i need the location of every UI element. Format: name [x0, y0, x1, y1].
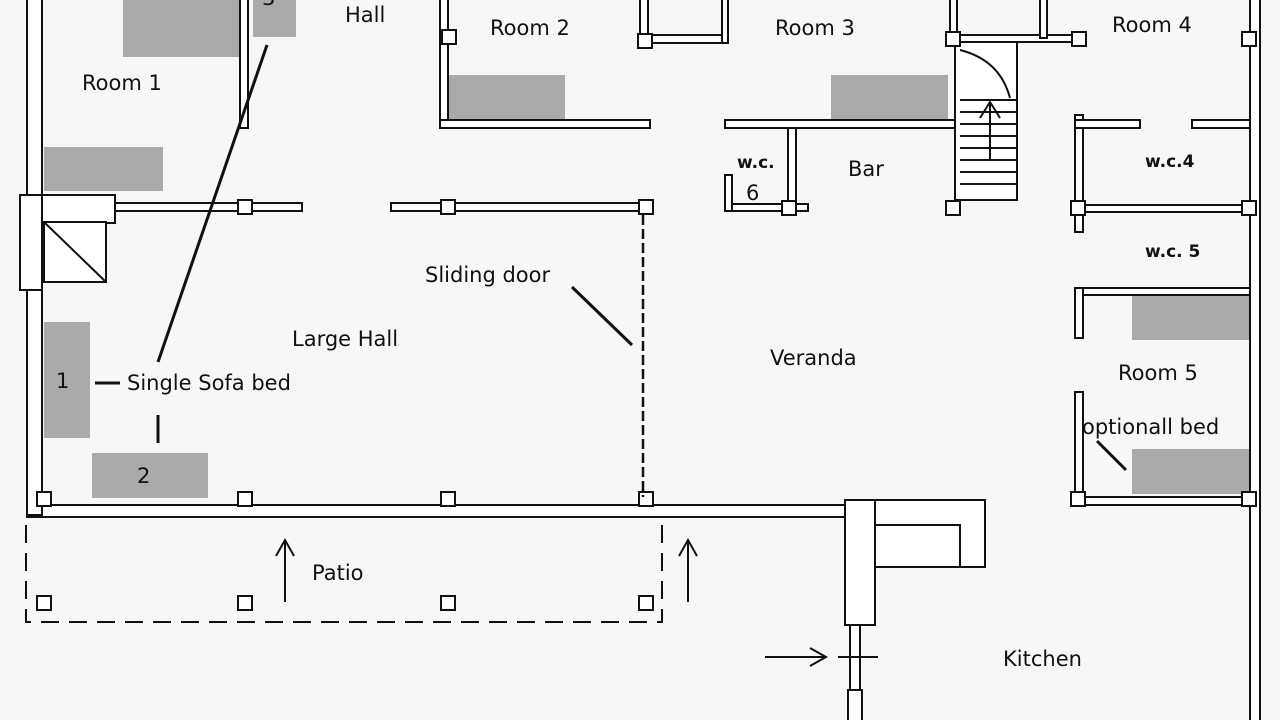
label-room2: Room 2 [490, 16, 570, 40]
label-hall: Hall [345, 3, 385, 27]
label-wc4: w.c.4 [1145, 152, 1195, 172]
label-room4: Room 4 [1112, 13, 1192, 37]
label-room5: Room 5 [1118, 361, 1198, 385]
bed-room2 [448, 75, 565, 120]
bed-room1 [123, 0, 240, 57]
bed-number-2: 2 [137, 464, 150, 488]
labels: 3 Hall Room 1 Room 2 Room 3 Room 4 Bar w… [56, 0, 1219, 671]
leader-lines [95, 44, 1128, 472]
label-bar: Bar [848, 157, 884, 181]
sofa-bed-3 [253, 0, 296, 37]
label-room3: Room 3 [775, 16, 855, 40]
entrance-arrows [275, 537, 878, 667]
bed-number-1: 1 [56, 369, 69, 393]
optional-bed [1132, 449, 1249, 494]
sofa-bed-1 [44, 322, 90, 438]
label-room1: Room 1 [82, 71, 162, 95]
label-wc6: w.c. [737, 153, 775, 173]
label-kitchen: Kitchen [1003, 647, 1082, 671]
label-wc6-number: 6 [746, 181, 759, 205]
staircase [954, 41, 1018, 201]
bed-room3 [831, 75, 948, 120]
bed-number-3: 3 [262, 0, 275, 10]
furniture [44, 0, 1249, 498]
label-wc5: w.c. 5 [1145, 242, 1200, 262]
label-sliding-door: Sliding door [425, 263, 551, 287]
label-veranda: Veranda [770, 346, 857, 370]
bed-room1-second [44, 147, 163, 191]
walls [19, 0, 1261, 720]
label-optional-bed: optionall bed [1082, 415, 1219, 439]
bed-room5 [1132, 295, 1249, 340]
label-large-hall: Large Hall [292, 327, 398, 351]
label-patio: Patio [312, 561, 364, 585]
patio-outline [25, 516, 663, 623]
posts [36, 29, 1257, 611]
sofa-bed-2 [92, 453, 208, 498]
label-single-sofa-bed: Single Sofa bed [127, 371, 291, 395]
